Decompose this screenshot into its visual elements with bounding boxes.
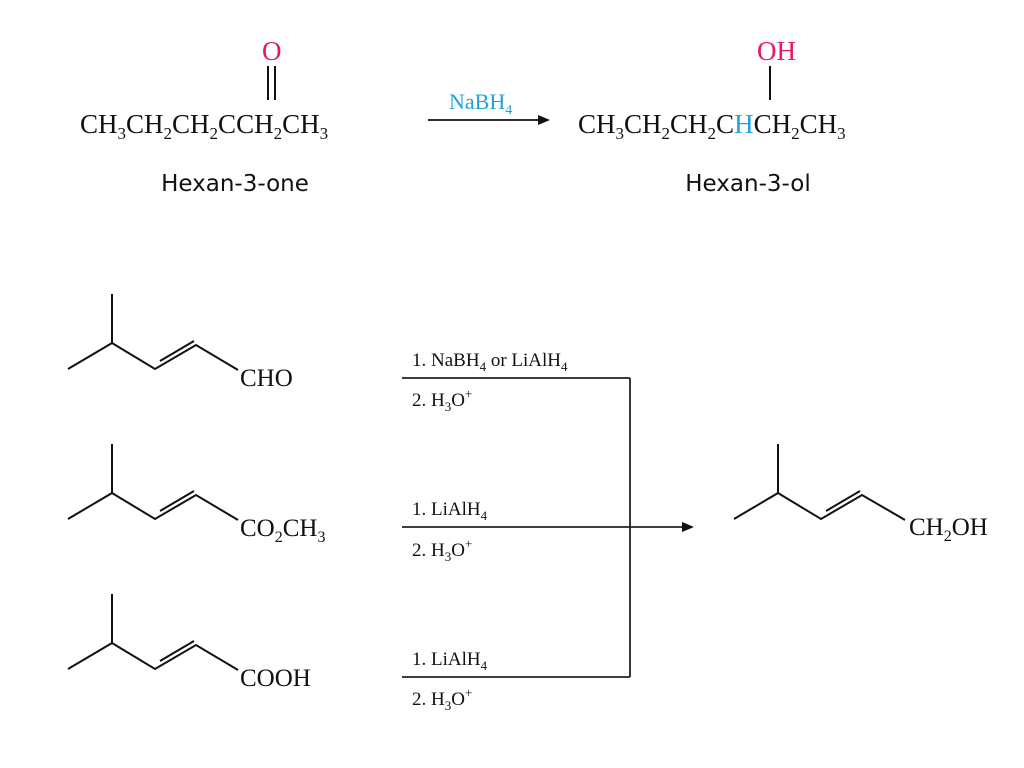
reagent-label: NaBH4 <box>449 89 512 118</box>
condition-1-step-2: 2. H3O+ <box>412 386 472 414</box>
ester-group: CO2CH3 <box>240 515 325 546</box>
reactant-formula: CH3CH2CH2CCH2CH3 <box>80 109 328 143</box>
carbinol-carbon: C <box>716 109 734 139</box>
product-alcohol: CH2OH <box>733 444 988 545</box>
condition-1-step-1: 1. NaBH4 or LiAlH4 <box>412 350 568 374</box>
acid-group: COOH <box>240 665 311 692</box>
product-name: Hexan-3-ol <box>685 171 810 197</box>
condition-2-step-1: 1. LiAlH4 <box>412 499 488 523</box>
condition-3-step-2: 2. H3O+ <box>412 685 472 713</box>
substrate-aldehyde: CHO <box>67 294 293 392</box>
reaction-arrow-head <box>538 115 550 125</box>
reactant-name: Hexan-3-one <box>161 171 309 197</box>
new-hydrogen: H <box>734 109 754 139</box>
carbonyl-carbon: C <box>218 109 236 139</box>
substrate-acid: COOH <box>67 594 311 692</box>
condition-3-step-1: 1. LiAlH4 <box>412 649 488 673</box>
aldehyde-group: CHO <box>240 365 293 392</box>
top-reaction: CH3CH2CH2CCH2CH3 O Hexan-3-one NaBH4 CH3… <box>80 36 846 197</box>
main-arrow-head <box>682 522 694 532</box>
carbonyl-oxygen: O <box>262 36 282 66</box>
hydroxyl-group: OH <box>757 36 796 66</box>
substrate-ester: CO2CH3 <box>67 444 325 546</box>
alcohol-group: CH2OH <box>909 514 988 545</box>
bottom-reaction: CHO CO2CH3 COOH 1. NaBH4 or LiAlH4 2. H3… <box>67 294 988 713</box>
condition-2-step-2: 2. H3O+ <box>412 536 472 564</box>
product-formula: CH3CH2CH2CHCH2CH3 <box>578 109 846 143</box>
